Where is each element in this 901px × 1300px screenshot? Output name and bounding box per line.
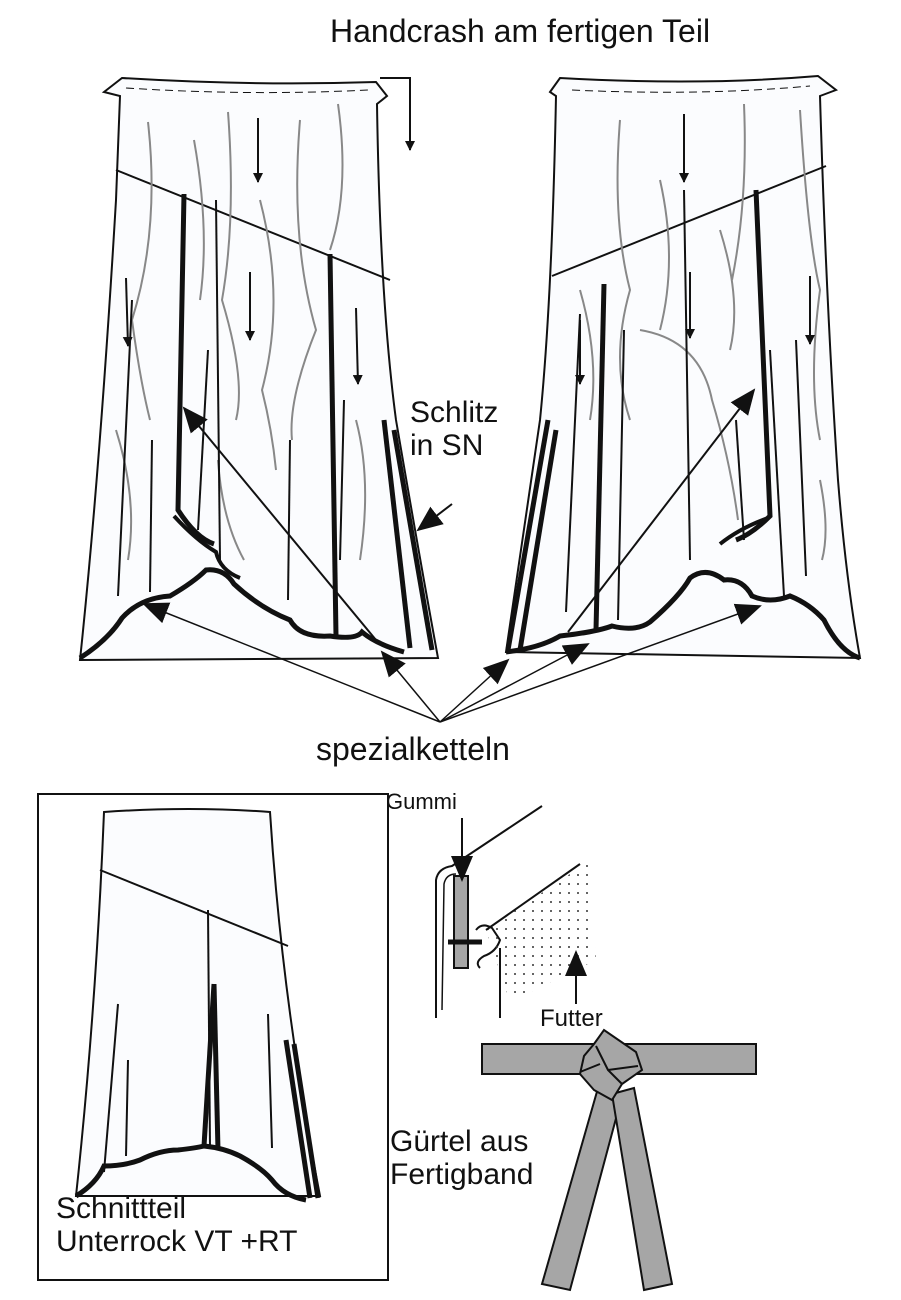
skirt-front-outline bbox=[78, 76, 440, 662]
waistband-stitch bbox=[571, 85, 811, 93]
pattern-piece-label-line-2: Unterrock VT +RT bbox=[56, 1225, 298, 1258]
hem-scallop bbox=[505, 570, 861, 661]
underskirt-hem bbox=[74, 1143, 307, 1203]
pattern-piece-box bbox=[37, 793, 389, 1281]
crash-wrinkles bbox=[579, 103, 827, 561]
pattern-piece-label-line-1: Schnittteil bbox=[56, 1192, 187, 1225]
hem-scallop bbox=[78, 567, 405, 661]
waistband-detail bbox=[435, 805, 596, 1018]
slit-label-line-1: Schlitz bbox=[410, 396, 499, 429]
special-chain-pointers bbox=[142, 602, 762, 723]
belt-label-line-1: Gürtel aus bbox=[390, 1125, 529, 1158]
belt-knot bbox=[578, 1028, 644, 1102]
inner-pointer-arrow bbox=[182, 406, 377, 641]
elastic-band bbox=[453, 875, 469, 969]
hem-scallop-upper bbox=[718, 516, 769, 546]
waistband-stitch bbox=[125, 87, 369, 94]
slit-label-line-2: in SN bbox=[410, 429, 484, 462]
slit-lines bbox=[175, 193, 435, 651]
belt-tail-left bbox=[540, 1086, 624, 1292]
crash-direction-arrows bbox=[575, 114, 815, 385]
pattern-piece-label: Schnittteil Unterrock VT +RT bbox=[56, 1192, 297, 1258]
belt-tail-right bbox=[610, 1086, 674, 1292]
yoke-seam bbox=[551, 165, 827, 277]
slit-lines bbox=[505, 189, 773, 651]
elastic-label: Gummi bbox=[386, 789, 457, 814]
crash-direction-arrows bbox=[122, 77, 415, 385]
yoke-seam bbox=[99, 869, 289, 947]
panel-seams bbox=[117, 199, 345, 601]
drawing-title: Handcrash am fertigen Teil bbox=[330, 13, 711, 49]
lining-fabric bbox=[486, 862, 596, 1002]
belt bbox=[481, 1028, 757, 1292]
yoke-seam bbox=[115, 169, 391, 281]
belt-label-line-2: Fertigband bbox=[390, 1158, 534, 1191]
belt-label: Gürtel aus Fertigband bbox=[390, 1125, 533, 1191]
skirt-back-view bbox=[504, 74, 862, 661]
slit-label: Schlitz in SN bbox=[410, 396, 498, 462]
hem-scallop-upper bbox=[172, 514, 241, 580]
skirt-front-view bbox=[78, 76, 453, 662]
lining-label: Futter bbox=[540, 1005, 603, 1032]
slit-pointer-arrow bbox=[416, 503, 453, 532]
special-chain-label: spezialketteln bbox=[316, 731, 510, 767]
panel-seams bbox=[565, 189, 807, 621]
inner-pointer-arrow bbox=[567, 388, 756, 633]
